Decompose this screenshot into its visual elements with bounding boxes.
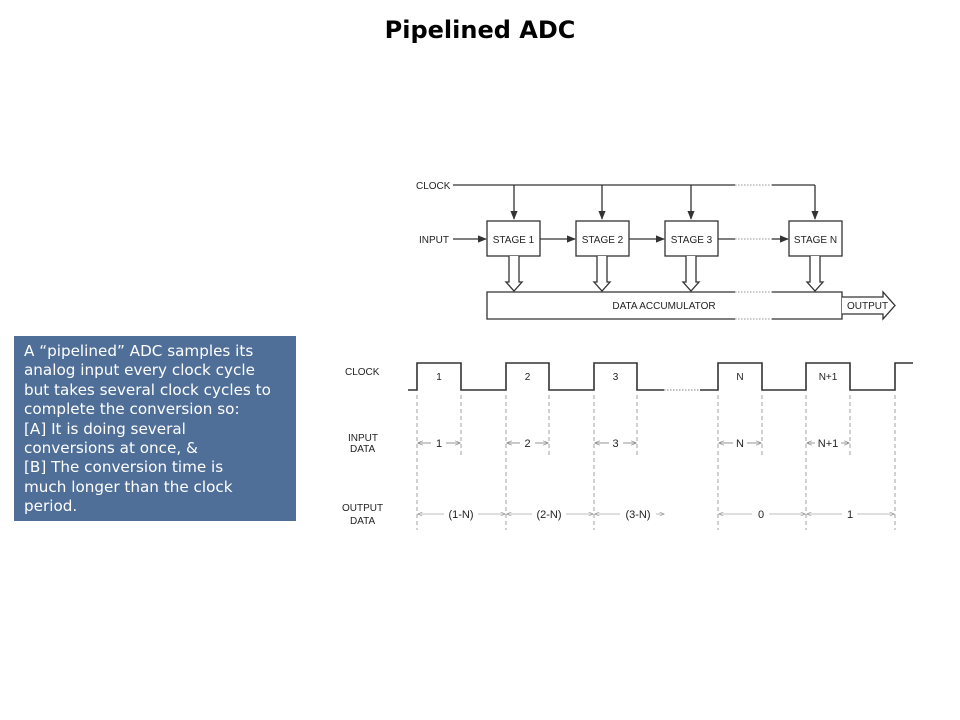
stage-3-label: STAGE 3 [671, 235, 713, 246]
timing-guides [416, 395, 896, 530]
accumulator-label: DATA ACCUMULATOR [612, 301, 715, 312]
clock-waveform [408, 362, 913, 391]
input-data-label: N [736, 438, 744, 450]
stage-n-output-arrow [805, 256, 825, 292]
output-data-label: 0 [758, 509, 764, 521]
description-textbox: A “pipelined” ADC samples its analog inp… [14, 336, 296, 521]
stage-1-label: STAGE 1 [493, 235, 535, 246]
output-data-label: 1 [847, 509, 853, 521]
stage-n-label: STAGE N [794, 235, 837, 246]
description-line: conversions at once, & [24, 439, 198, 458]
timing-input-label-line1: INPUT [348, 433, 378, 444]
clock-pulse-label: N+1 [819, 372, 838, 383]
timing-input-label-line2: DATA [350, 444, 376, 455]
timing-clock-label: CLOCK [345, 367, 380, 378]
description-line: [A] It is doing several [24, 419, 186, 438]
clock-waveform-segment [408, 362, 664, 391]
stage-2-output-arrow [592, 256, 612, 292]
input-data-label: 3 [612, 438, 618, 450]
clock-pulse-label: 3 [613, 372, 619, 383]
output-data-label: (2-N) [536, 509, 561, 521]
description-line: period. [24, 497, 78, 516]
input-data-label: 2 [524, 438, 530, 450]
description-line: complete the conversion so: [24, 400, 240, 419]
input-data-label: N+1 [818, 438, 839, 450]
clock-waveform-segment [700, 362, 913, 391]
stage-1-output-arrow [504, 256, 524, 292]
clock-pulse-label: 2 [525, 372, 531, 383]
output-label: OUTPUT [847, 301, 888, 312]
clock-pulse-label: 1 [436, 372, 442, 383]
timing-output-label-line2: DATA [350, 516, 376, 527]
clock-label: CLOCK [416, 181, 451, 192]
input-data-label: 1 [436, 438, 442, 450]
output-data-label: (1-N) [448, 509, 473, 521]
clock-pulse-label: N [736, 372, 743, 383]
description-line: but takes several clock cycles to [24, 380, 271, 399]
block-diagram [453, 184, 896, 321]
description-line: much longer than the clock [24, 477, 233, 496]
timing-output-label-line1: OUTPUT [342, 503, 383, 514]
output-data-label: (3-N) [625, 509, 650, 521]
input-label: INPUT [419, 235, 449, 246]
slide-title: Pipelined ADC [384, 16, 576, 44]
stage-2-label: STAGE 2 [582, 235, 624, 246]
accumulator-box [772, 291, 843, 320]
description-line: [B] The conversion time is [24, 458, 224, 477]
description-line: A “pipelined” ADC samples its [24, 342, 254, 360]
output-arrow [842, 290, 896, 321]
description-line: analog input every clock cycle [24, 361, 255, 380]
stage-3-output-arrow [681, 256, 701, 292]
accumulator-box [486, 291, 735, 320]
